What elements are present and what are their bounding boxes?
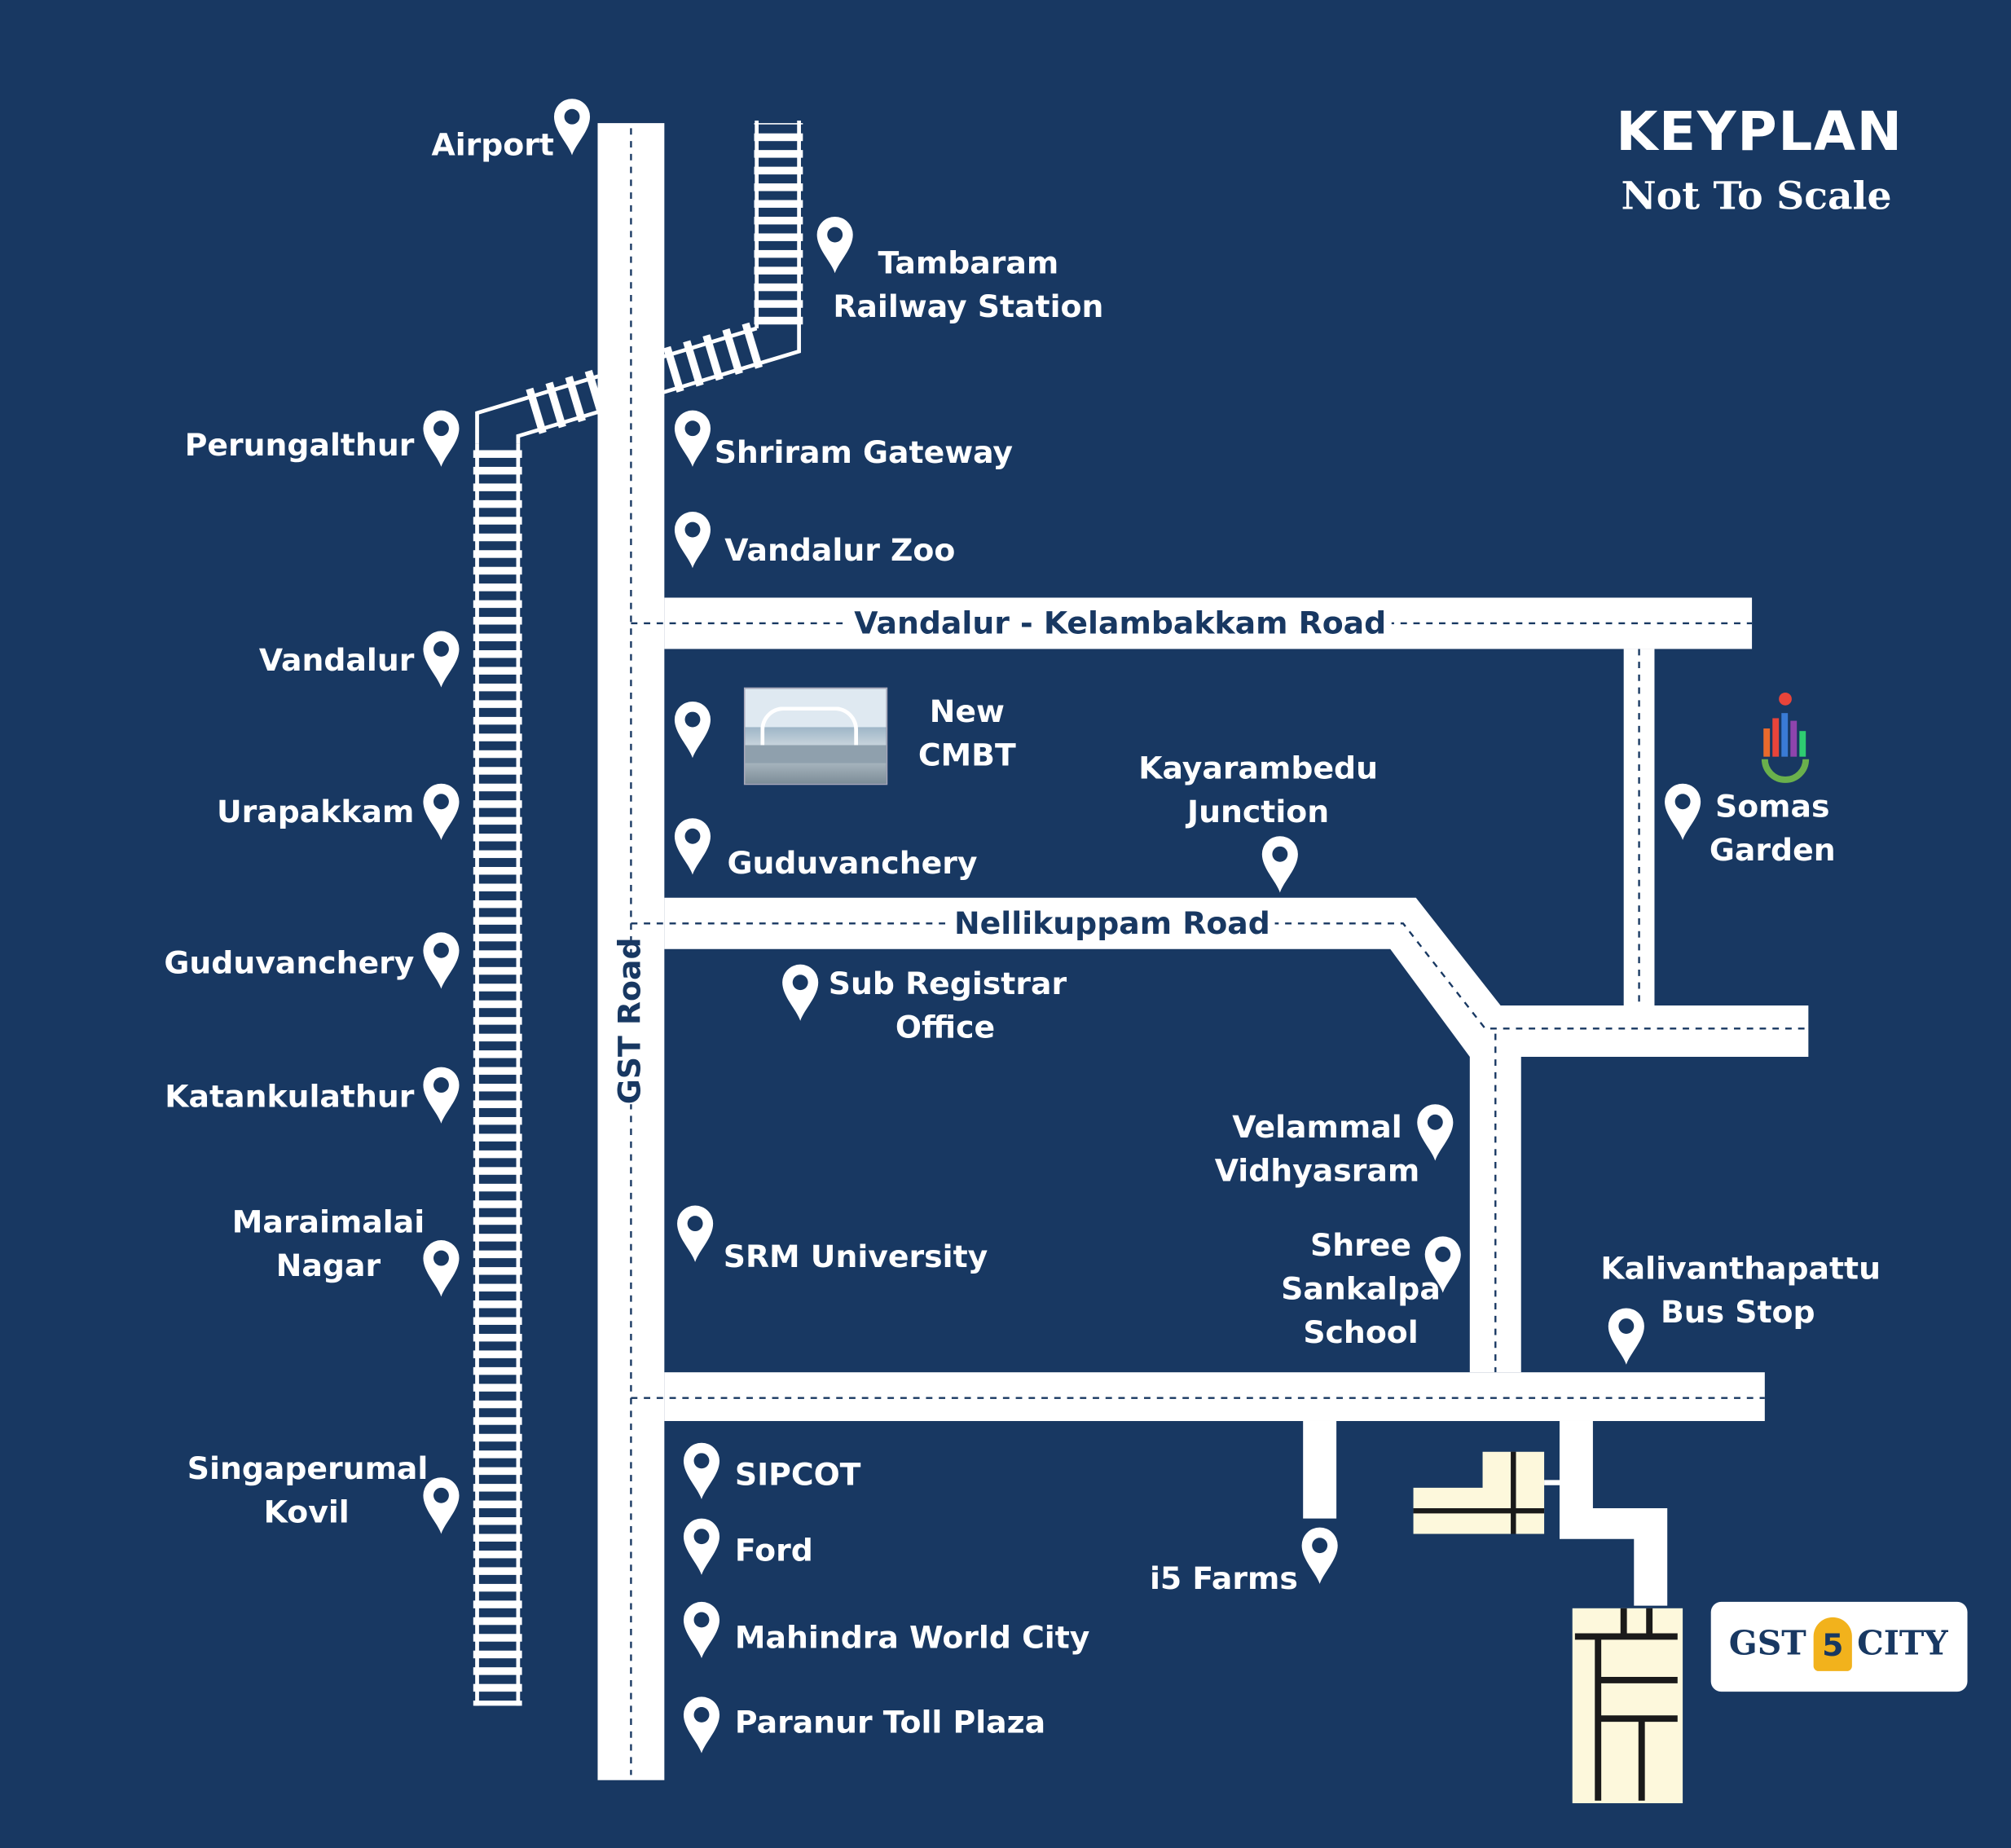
- singaperumal-line1: Singaperumal: [187, 1450, 429, 1487]
- sankalpa-line2: Sankalpa: [1281, 1270, 1441, 1307]
- vandalur-label: Vandalur: [258, 642, 415, 679]
- sipcot-label: SIPCOT: [734, 1457, 861, 1494]
- vandalur-pin-icon: [423, 631, 460, 688]
- somas-garden-label: Somas Garden: [1705, 785, 1839, 872]
- i5-farms-label: i5 Farms: [1149, 1560, 1298, 1597]
- sankalpa-line3: School: [1303, 1314, 1419, 1351]
- sub-registrar-line2: Office: [895, 1009, 996, 1045]
- srm-label: SRM University: [723, 1239, 988, 1275]
- velammal-line1: Velammal: [1232, 1109, 1402, 1146]
- shriram-gateway-pin-icon: [674, 410, 711, 467]
- kayarambedu-label: Kayarambedu Junction: [1133, 746, 1382, 834]
- sankalpa-line1: Shree: [1310, 1227, 1411, 1264]
- badge-gst-text: GST: [1728, 1625, 1806, 1664]
- shree-sankalpa-label: Shree Sankalpa School: [1278, 1224, 1445, 1355]
- badge-i5-mark-icon: 5: [1813, 1617, 1852, 1671]
- airport-pin-icon: [553, 99, 591, 156]
- guduvanchery-landmark-label: Guduvanchery: [727, 845, 978, 882]
- sub-registrar-pin-icon: [782, 964, 819, 1021]
- maraimalai-line2: Nagar: [275, 1247, 381, 1284]
- urapakkam-pin-icon: [423, 783, 460, 840]
- paranur-pin-icon: [683, 1696, 720, 1753]
- kalivanthapattu-label: Kalivanthapattu Bus Stop: [1600, 1247, 1881, 1334]
- katankulathur-pin-icon: [423, 1067, 460, 1124]
- shriram-gateway-label: Shriram Gateway: [714, 434, 1014, 471]
- project-plots: [1413, 1451, 1683, 1804]
- i5-farms-pin-icon: [1301, 1527, 1338, 1584]
- singaperumal-line2: Kovil: [263, 1494, 350, 1530]
- new-cmbt-pin-icon: [674, 701, 711, 759]
- somas-garden-pin-icon: [1665, 783, 1701, 840]
- somas-garden-logo-icon: [1761, 692, 1810, 783]
- somas-line1: Somas: [1715, 789, 1830, 825]
- new-cmbt-photo: [743, 687, 888, 785]
- vandalur-kelambakkam-road-label: Vandalur - Kelambakkam Road: [848, 605, 1392, 641]
- gst-road: [597, 123, 665, 1780]
- guduvanchery-station-pin-icon: [423, 932, 460, 989]
- kalivanthapattu-line2: Bus Stop: [1660, 1294, 1815, 1331]
- perungalthur-pin-icon: [423, 410, 460, 467]
- katankulathur-label: Katankulathur: [165, 1078, 415, 1115]
- mahindra-label: Mahindra World City: [734, 1619, 1090, 1657]
- somas-line2: Garden: [1709, 832, 1836, 869]
- badge-city-text: CITY: [1857, 1625, 1948, 1664]
- guduvanchery-station-label: Guduvanchery: [164, 945, 415, 982]
- railway-line: [473, 120, 803, 1706]
- urapakkam-label: Urapakkam: [216, 794, 415, 830]
- guduvanchery-landmark-pin-icon: [674, 818, 711, 875]
- singaperumal-kovil-pin-icon: [423, 1477, 460, 1534]
- kayarambedu-line2: Junction: [1187, 794, 1330, 830]
- new-cmbt-line1: New: [929, 693, 1005, 730]
- gst-i5-city-badge: GST 5 CITY: [1710, 1601, 1968, 1692]
- tambaram-label: Tambaram Railway Station: [821, 241, 1116, 328]
- sub-registrar-line1: Sub Registrar: [828, 966, 1067, 1002]
- vandalur-zoo-label: Vandalur Zoo: [724, 532, 956, 569]
- gst-road-label: GST Road: [611, 937, 648, 1105]
- vandalur-zoo-pin-icon: [674, 512, 711, 569]
- kayarambedu-pin-icon: [1261, 836, 1298, 893]
- perungalthur-label: Perungalthur: [184, 427, 415, 464]
- kalivanthapattu-line1: Kalivanthapattu: [1600, 1250, 1881, 1287]
- paranur-label: Paranur Toll Plaza: [734, 1704, 1046, 1740]
- tambaram-line1: Tambaram: [878, 244, 1059, 281]
- kayarambedu-line1: Kayarambedu: [1138, 750, 1378, 786]
- velammal-line2: Vidhyasram: [1214, 1153, 1420, 1190]
- new-cmbt-line2: CMBT: [917, 737, 1016, 774]
- airport-label: Airport: [431, 126, 554, 163]
- srm-pin-icon: [677, 1205, 714, 1262]
- singaperumal-kovil-label: Singaperumal Kovil: [187, 1446, 429, 1533]
- ford-label: Ford: [734, 1532, 813, 1569]
- mahindra-pin-icon: [683, 1601, 720, 1659]
- maraimalai-line1: Maraimalai: [231, 1203, 425, 1241]
- new-cmbt-label: New CMBT: [903, 690, 1031, 777]
- nellikuppam-road-label: Nellikuppam Road: [948, 905, 1276, 942]
- tambaram-line2: Railway Station: [833, 288, 1104, 325]
- map-subtitle: Not To Scale: [1621, 174, 1892, 220]
- maraimalai-nagar-label: Maraimalai Nagar: [218, 1200, 439, 1287]
- map-title: KEYPLAN: [1616, 99, 1903, 163]
- sipcot-pin-icon: [683, 1442, 720, 1500]
- ford-pin-icon: [683, 1518, 720, 1575]
- sub-registrar-label: Sub Registrar Office: [828, 962, 1067, 1049]
- bottom-road: [631, 1372, 1765, 1606]
- velammal-label: Velammal Vidhyasram: [1211, 1106, 1424, 1193]
